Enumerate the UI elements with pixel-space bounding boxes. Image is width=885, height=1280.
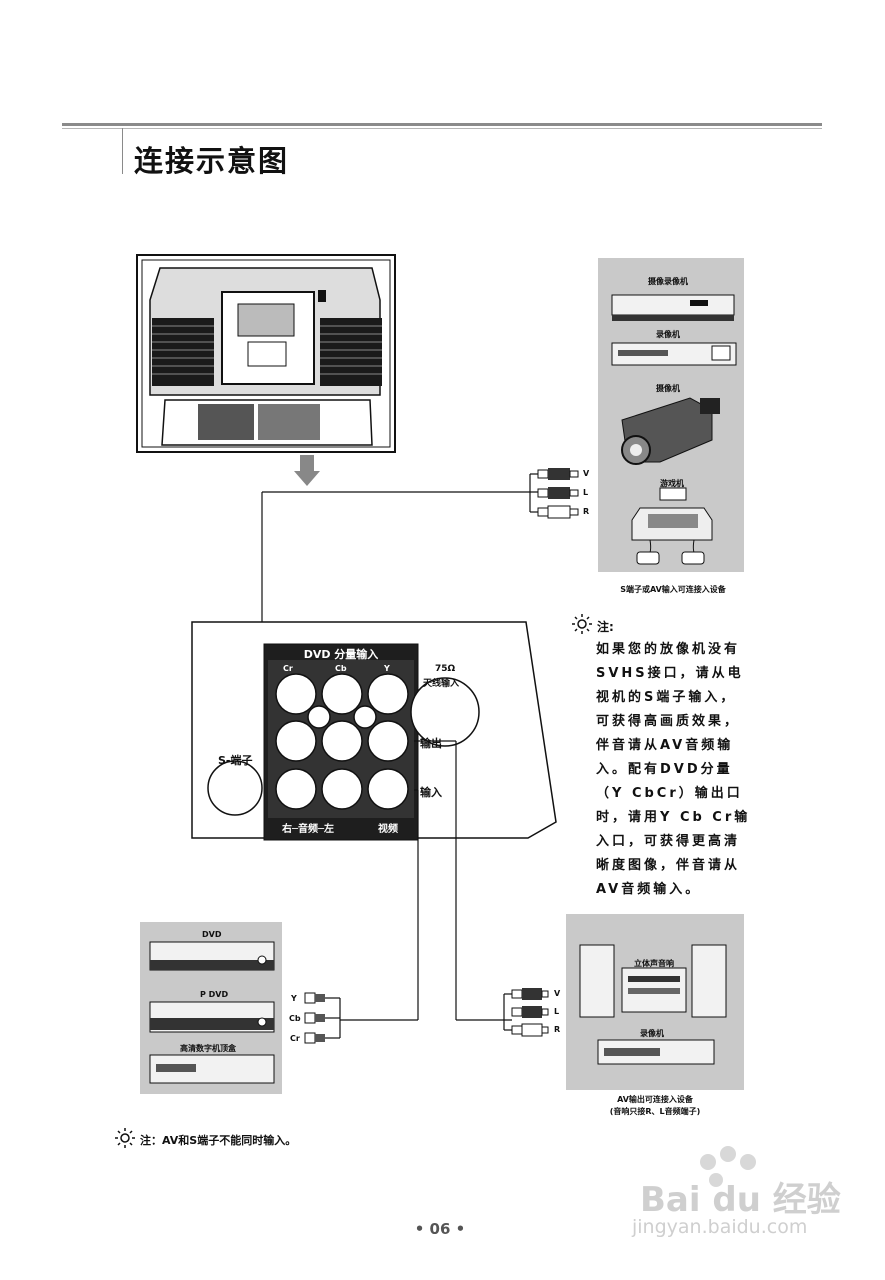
- down-arrow-icon: [294, 455, 320, 486]
- note-line: 时，请用Y Cb Cr输: [596, 810, 751, 825]
- vcr-3-illustration: [597, 1039, 715, 1065]
- note-line: （Y CbCr）输出口: [596, 786, 743, 801]
- note-line: 可获得高画质效果，: [596, 714, 741, 729]
- device-label: 游戏机: [660, 479, 684, 488]
- header-divider: [122, 128, 123, 174]
- note-line: 视机的S端子输入，: [596, 690, 737, 705]
- note-line: AV音频输入。: [596, 882, 702, 897]
- page-title: 连接示意图: [134, 144, 290, 178]
- plug-label: L: [554, 1007, 560, 1016]
- plug-label: Cr: [290, 1034, 300, 1043]
- camcorder-illustration: [621, 397, 720, 465]
- device-label: 录像机: [640, 1029, 664, 1038]
- plug-label: R: [583, 507, 590, 516]
- right-rca-plugs: [511, 988, 549, 1037]
- bottom-note: 注：AV和S端子不能同时输入。: [140, 1134, 297, 1147]
- jack-label-cr: Cr: [283, 664, 293, 673]
- right-devices-caption-2: (音响只接R、L音频端子): [609, 1107, 701, 1116]
- note-body: 如果您的放像机没有 SVHS接口，请从电 视机的S端子输入， 可获得高画质效果，…: [596, 638, 756, 902]
- baidu-paw-icon: [700, 1146, 756, 1187]
- note-line: 晰度图像，伴音请从: [596, 858, 741, 873]
- note-line: 伴音请从AV音频输: [596, 738, 734, 753]
- device-label: 立体声音响: [634, 959, 674, 968]
- note-bottom-sun-icon: [115, 1128, 135, 1148]
- left-rca-plugs: [304, 992, 325, 1044]
- device-label: 摄像机: [656, 384, 680, 393]
- vcr-1-illustration: [611, 294, 735, 321]
- top-rca-plugs: [537, 468, 579, 519]
- note-heading: 注:: [597, 620, 614, 634]
- vcr-2-illustration: [611, 342, 737, 366]
- right-devices-caption: AV输出可连接入设备: [617, 1095, 693, 1104]
- note-line: 如果您的放像机没有: [596, 642, 741, 657]
- note-line: 入口，可获得更高清: [596, 834, 741, 849]
- note-line: 入。配有DVD分量: [596, 762, 733, 777]
- note-line: SVHS接口，请从电: [596, 666, 744, 681]
- tv-back-illustration: [136, 254, 396, 453]
- header-rule: [62, 123, 822, 126]
- plug-label: V: [554, 989, 561, 998]
- dvd-player-illustration: [149, 941, 275, 971]
- p-dvd-illustration: [149, 1001, 275, 1033]
- plug-label: Y: [291, 994, 297, 1003]
- jack-label-y: Y: [384, 664, 390, 673]
- page-number: • 06 •: [414, 1220, 466, 1238]
- s-terminal-jack: [207, 760, 263, 816]
- device-label: 摄像录像机: [648, 277, 688, 286]
- video-label: 视频: [378, 824, 398, 835]
- top-devices-caption: S端子或AV输入可连接入设备: [620, 585, 726, 594]
- device-label: 高清数字机顶盒: [180, 1044, 236, 1053]
- watermark-url: jingyan.baidu.com: [632, 1216, 808, 1238]
- device-label: DVD: [202, 930, 222, 939]
- wires-bottom: [325, 740, 512, 1039]
- note-sun-icon: [572, 614, 592, 634]
- jack-grid: [275, 673, 409, 810]
- set-top-box-illustration: [149, 1054, 275, 1084]
- s-terminal-label: S-端子: [218, 754, 253, 767]
- watermark-brand: Bai du 经验: [640, 1180, 841, 1220]
- plug-label: V: [583, 469, 590, 478]
- device-label: P DVD: [200, 990, 229, 999]
- antenna-label: 75Ω: [435, 664, 456, 674]
- plug-label: Cb: [289, 1014, 301, 1023]
- antenna-label-2: 天线输入: [423, 679, 460, 689]
- jack-label-cb: Cb: [335, 664, 347, 673]
- stereo-illustration: [579, 944, 727, 1018]
- plug-label: L: [583, 488, 589, 497]
- antenna-jack: [410, 677, 480, 747]
- device-label: 录像机: [656, 330, 680, 339]
- plug-label: R: [554, 1025, 561, 1034]
- output-label: 输出: [420, 737, 442, 750]
- header-rule-thin: [62, 128, 822, 129]
- game-console-illustration: [631, 487, 713, 565]
- dvd-component-header: DVD 分量输入: [303, 648, 379, 661]
- audio-label: 右─音频─左: [282, 824, 335, 835]
- input-label: 输入: [420, 786, 442, 799]
